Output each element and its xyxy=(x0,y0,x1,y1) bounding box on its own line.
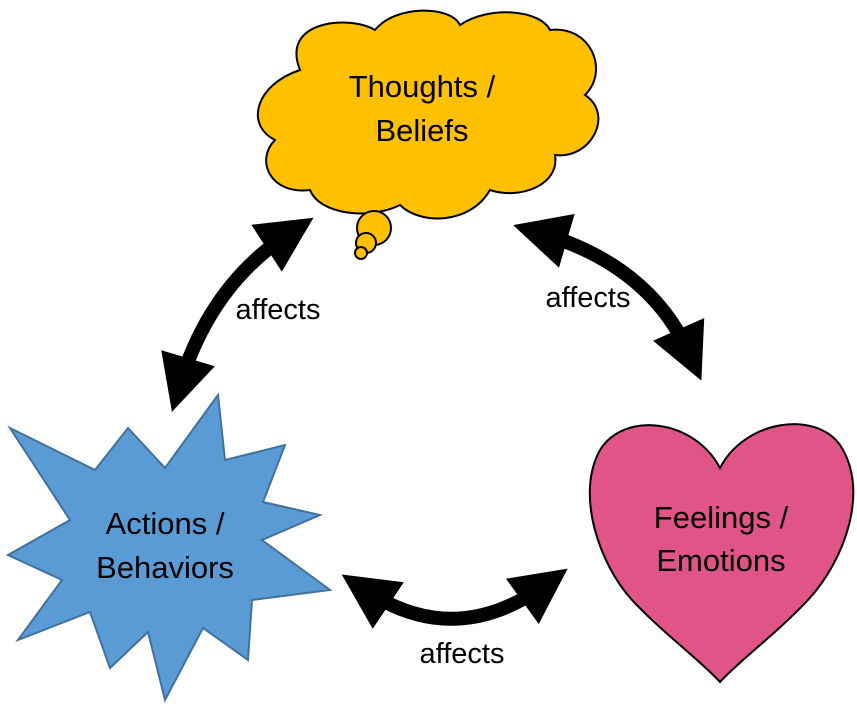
edge-thoughts-feelings: affects xyxy=(513,213,705,381)
actions-label-line2: Behaviors xyxy=(96,550,234,585)
feelings-label-line2: Emotions xyxy=(656,543,785,578)
edge-label: affects xyxy=(546,282,631,314)
explosion-star-icon xyxy=(5,392,333,703)
actions-node: Actions / Behaviors xyxy=(5,392,333,703)
edge-actions-feelings: affects xyxy=(341,568,568,670)
edge-label: affects xyxy=(236,294,321,326)
edge-label: affects xyxy=(420,638,505,670)
heart-icon xyxy=(588,423,855,684)
thought-cloud-icon xyxy=(256,9,600,260)
thoughts-label-line1: Thoughts / xyxy=(349,69,496,104)
double-arrow-icon xyxy=(161,217,314,412)
feelings-node: Feelings / Emotions xyxy=(588,423,855,684)
actions-label-line1: Actions / xyxy=(106,506,225,541)
thoughts-node: Thoughts / Beliefs xyxy=(256,9,600,260)
feelings-label-line1: Feelings / xyxy=(654,500,789,535)
thoughts-label-line2: Beliefs xyxy=(375,113,468,148)
double-arrow-icon xyxy=(341,568,568,629)
edge-thoughts-actions: affects xyxy=(161,217,321,412)
double-arrow-icon xyxy=(513,213,705,381)
